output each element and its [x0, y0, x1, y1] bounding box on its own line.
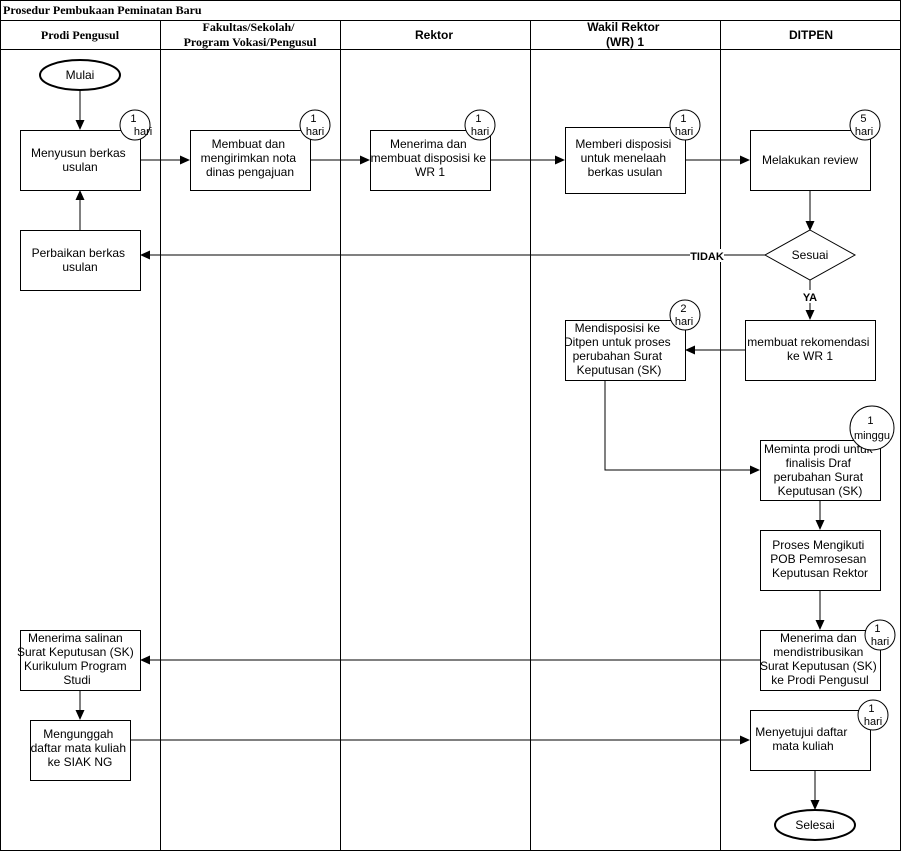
process-salinan-sk: Menerima salinan Surat Keputusan (SK) Ku…	[17, 630, 141, 691]
duration-badge-finalisasi: 1 minggu	[849, 405, 895, 451]
connectors	[75, 90, 825, 810]
lane-header-wakil-rektor: Wakil Rektor (WR) 1	[587, 20, 663, 49]
process-review: Melakukan review	[750, 130, 871, 191]
svg-text:Proses Mengikuti POB Pem: Proses Mengikuti POB Pemrosesan Keputusa…	[770, 538, 869, 580]
svg-text:Melakukan review: Melakukan review	[762, 153, 858, 167]
duration-badge-menyusun: 1 hari	[119, 109, 152, 141]
svg-text:Memberi disposisi untuk: Memberi disposisi untuk menelaah berkas …	[575, 137, 674, 179]
svg-text:Menyusun berkas usulan: Menyusun berkas usulan	[31, 146, 129, 174]
process-unggah-mata-kuliah: Mengunggah daftar mata kuliah ke SIAK NG	[30, 720, 131, 781]
arrow-wr-to-finalisasi	[604, 380, 760, 475]
svg-text:1 hari: 1 hari	[675, 113, 693, 138]
svg-text:Menerima dan membuat dis: Menerima dan membuat disposisi ke WR 1	[371, 137, 490, 179]
svg-text:1 hari: 1 hari	[306, 113, 324, 138]
process-wr-ke-ditpen: Mendisposisi ke Ditpen untuk proses peru…	[564, 320, 686, 381]
svg-text:5 hari: 5 hari	[855, 113, 873, 138]
process-wr-disposisi: Memberi disposisi untuk menelaah berkas …	[565, 127, 686, 194]
svg-text:1 hari: 1 hari	[471, 113, 489, 138]
svg-text:2 hari: 2 hari	[675, 303, 693, 328]
svg-text:1 minggu: 1 minggu	[854, 415, 890, 442]
process-rektor-disposisi: Menerima dan membuat disposisi ke WR 1	[370, 130, 491, 191]
lane-header-ditpen: DITPEN	[789, 28, 833, 42]
svg-text:TIDAK: TIDAK	[690, 251, 724, 263]
lane-header-rektor: Rektor	[415, 28, 453, 42]
duration-badge-wr: 1 hari	[669, 109, 701, 141]
svg-text:membuat rekomendasi ke W: membuat rekomendasi ke WR 1	[747, 335, 872, 363]
svg-text:Mengunggah daftar mata k: Mengunggah daftar mata kuliah ke SIAK NG	[31, 727, 130, 769]
svg-text:1 hari: 1 hari	[864, 703, 882, 728]
duration-badge-wr-ditpen: 2 hari	[669, 299, 701, 331]
label-tidak: TIDAK	[690, 249, 724, 263]
svg-text:Menerima salinan Surat K: Menerima salinan Surat Keputusan (SK) Ku…	[17, 631, 137, 687]
svg-text:Perbaikan berkas usulan: Perbaikan berkas usulan	[32, 246, 129, 274]
decision-sesuai: Sesuai	[763, 229, 857, 281]
svg-text:YA: YA	[803, 292, 817, 304]
svg-text:Menerima dan mendistribu: Menerima dan mendistribusikan Surat Kepu…	[760, 631, 880, 687]
svg-text:Selesai: Selesai	[795, 818, 834, 832]
label-ya: YA	[802, 290, 820, 304]
svg-text:1 hari: 1 hari	[130, 113, 152, 138]
duration-badge-setujui: 1 hari	[857, 699, 889, 731]
lane-header-prodi-pengusul: Prodi Pengusul	[41, 28, 120, 42]
svg-text:Meminta prodi untuk fina: Meminta prodi untuk finalisis Draf perub…	[764, 442, 876, 498]
svg-text:Sesuai: Sesuai	[792, 248, 829, 262]
diagram-title: Prosedur Pembukaan Peminatan Baru	[3, 3, 202, 17]
svg-text:Membuat dan mengirimkan: Membuat dan mengirimkan nota dinas penga…	[201, 137, 300, 179]
process-setujui-mata-kuliah: Menyetujui daftar mata kuliah	[750, 710, 871, 771]
duration-badge-distribusi: 1 hari	[864, 619, 896, 651]
end-terminal: Selesai	[774, 809, 856, 841]
process-pob: Proses Mengikuti POB Pemrosesan Keputusa…	[760, 530, 881, 591]
process-rekomendasi: membuat rekomendasi ke WR 1	[745, 320, 876, 381]
process-distribusi-sk: Menerima dan mendistribusikan Surat Kepu…	[760, 630, 881, 691]
svg-text:Mendisposisi ke Ditpen u: Mendisposisi ke Ditpen untuk proses peru…	[564, 321, 674, 377]
lane-header-fakultas: Fakultas/Sekolah/ Program Vokasi/Pengusu…	[184, 20, 317, 49]
svg-text:1 hari: 1 hari	[871, 623, 889, 648]
svg-text:Menyetujui daftar mata k: Menyetujui daftar mata kuliah	[755, 725, 850, 753]
process-menyusun-berkas: Menyusun berkas usulan	[20, 130, 141, 191]
start-terminal: Mulai	[39, 59, 121, 91]
process-perbaikan-berkas: Perbaikan berkas usulan	[20, 230, 141, 291]
process-finalisasi-draf: Meminta prodi untuk finalisis Draf perub…	[760, 440, 881, 501]
lane-dividers	[160, 20, 721, 851]
svg-text:Mulai: Mulai	[66, 68, 95, 82]
duration-badge-nota: 1 hari	[299, 109, 331, 141]
duration-badge-review: 5 hari	[849, 109, 881, 141]
duration-badge-rektor: 1 hari	[464, 109, 496, 141]
process-nota-dinas: Membuat dan mengirimkan nota dinas penga…	[190, 130, 311, 191]
